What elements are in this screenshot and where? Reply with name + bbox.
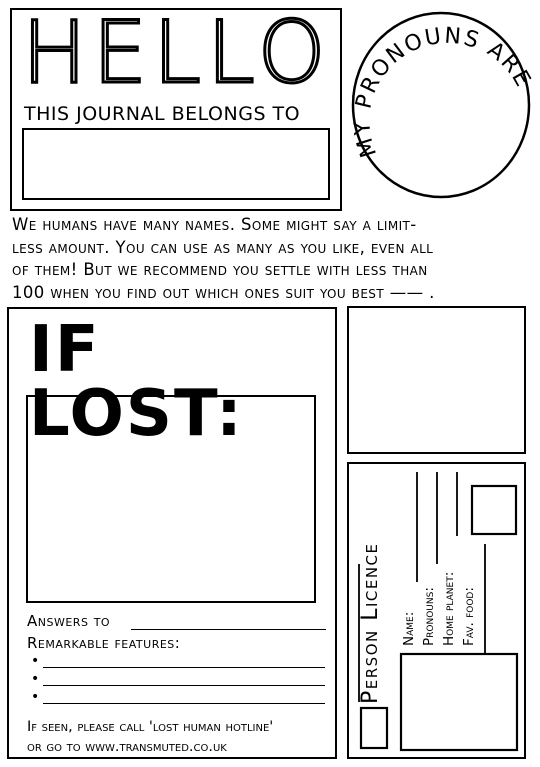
if-lost-panel: IF LOST: Answers to Remarkable features:…: [7, 307, 337, 759]
licence-stamp-box[interactable]: [470, 484, 518, 536]
journal-belongs-label: THIS JOURNAL BELONGS TO: [24, 103, 301, 125]
answers-to-field[interactable]: [131, 629, 326, 630]
licence-field-fav-food: Fav. food:: [461, 587, 477, 646]
licence-field-home-planet: Home planet:: [441, 572, 457, 646]
hello-title: HELLO: [20, 3, 332, 103]
pronouns-circle-outline: [351, 11, 531, 199]
bullet-1: •: [31, 653, 40, 669]
intro-line-1: We humans have many names. Some might sa…: [12, 215, 417, 234]
feature-line-1[interactable]: •: [31, 653, 331, 673]
answers-to-label: Answers to: [27, 612, 111, 630]
licence-drawing: Person Licence Name: Pronouns: Home plan…: [358, 472, 519, 752]
intro-paragraph: We humans have many names. Some might sa…: [12, 214, 532, 304]
hotline-line-2: or go to www.transmuted.co.uk: [27, 739, 227, 755]
hotline-text: If seen, please call 'lost human hotline…: [27, 717, 273, 757]
intro-line-4: 100 when you find out which ones suit yo…: [12, 282, 435, 302]
intro-line-2: less amount. You can use as many as you …: [12, 237, 434, 257]
feature-line-3[interactable]: •: [31, 689, 331, 709]
licence-title: Person Licence: [358, 542, 383, 704]
licence-field-pronouns: Pronouns:: [421, 587, 437, 646]
licence-field-name: Name:: [401, 612, 417, 646]
feature-line-2[interactable]: •: [31, 671, 331, 691]
hotline-line-1: If seen, please call 'lost human hotline…: [27, 719, 274, 735]
bullet-2: •: [31, 671, 40, 687]
person-licence-card: Person Licence Name: Pronouns: Home plan…: [347, 462, 526, 759]
intro-line-3: of them! But we recommend you settle wit…: [12, 260, 428, 279]
if-lost-title: IF LOST:: [29, 313, 244, 451]
pronouns-circle[interactable]: MY PRONOUNS ARE: [350, 10, 533, 200]
licence-photo-box[interactable]: [399, 652, 519, 752]
remarkable-features-label: Remarkable features:: [27, 634, 181, 652]
hello-panel: HELLO THIS JOURNAL BELONGS TO: [10, 8, 342, 211]
lost-photo-frame[interactable]: [26, 395, 316, 603]
owner-name-field[interactable]: [22, 128, 330, 200]
photo-box[interactable]: [347, 306, 526, 454]
bullet-3: •: [31, 689, 40, 705]
licence-tick-box[interactable]: [359, 706, 389, 750]
